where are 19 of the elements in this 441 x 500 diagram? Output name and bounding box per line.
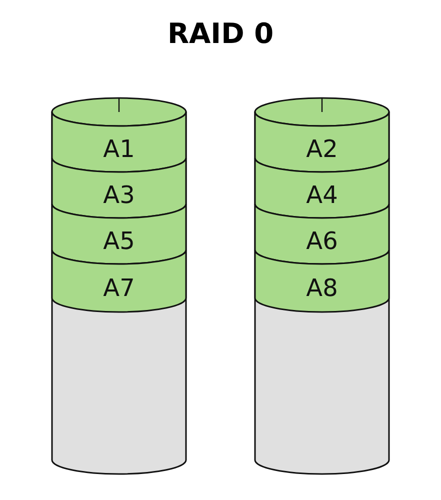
block-label: A5 — [102, 227, 136, 255]
disk-cylinder — [255, 98, 389, 474]
data-block-segment — [255, 250, 389, 312]
block-label: A6 — [305, 227, 339, 255]
block-label: A2 — [305, 135, 339, 163]
data-block-segment — [255, 158, 389, 218]
data-block-segment — [52, 112, 186, 172]
block-label: A8 — [305, 274, 339, 302]
data-block-segment — [52, 158, 186, 218]
data-block-segment — [255, 112, 389, 172]
block-label: A7 — [102, 274, 136, 302]
diagram-title: RAID 0 — [166, 16, 275, 52]
data-block-segment — [52, 204, 186, 264]
block-label: A4 — [305, 181, 339, 209]
data-block-segment — [255, 204, 389, 264]
block-label: A3 — [102, 181, 136, 209]
data-block-segment — [52, 250, 186, 312]
block-label: A1 — [102, 135, 136, 163]
disk-cylinder — [52, 98, 186, 474]
